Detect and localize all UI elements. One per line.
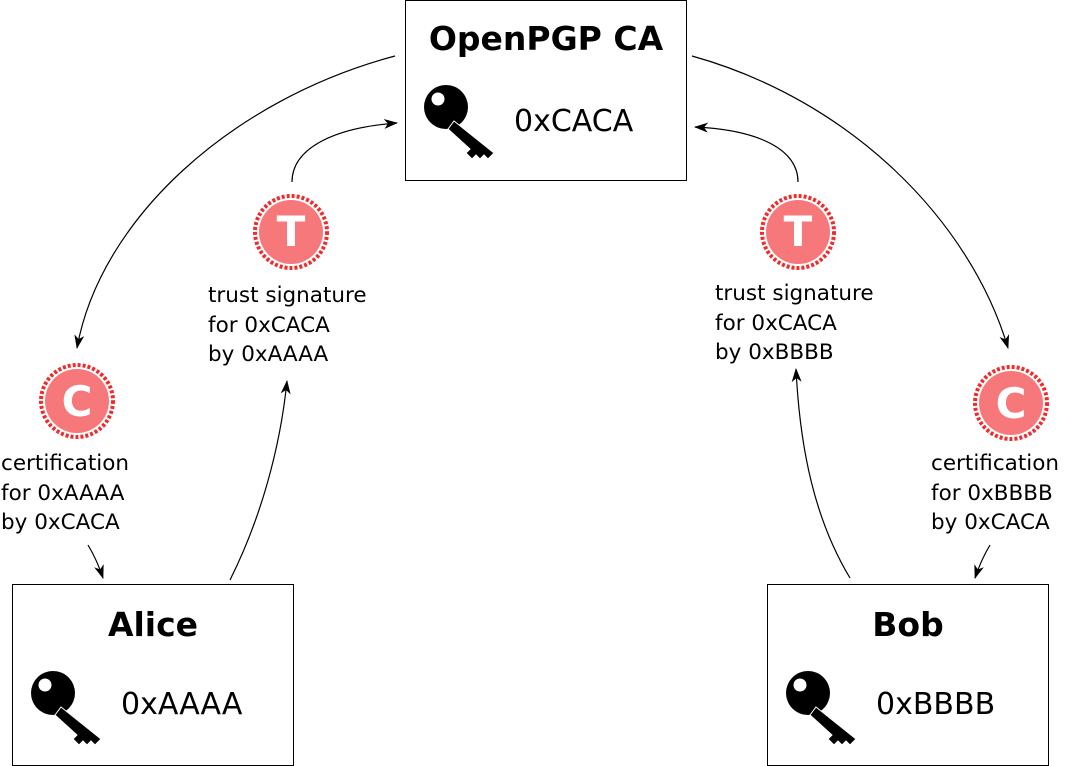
certification-badge-letter: C <box>996 379 1027 428</box>
bob-node: Bob 0xBBBB <box>767 584 1049 766</box>
caption-line: trust signature <box>715 281 874 306</box>
certification-badge-letter: C <box>62 377 93 426</box>
ca-node: OpenPGP CA 0xCACA <box>405 0 687 181</box>
ca-key-id: 0xCACA <box>514 104 634 139</box>
alice-to-trust-arrow <box>229 380 291 581</box>
trust-badge-letter: T <box>277 207 306 256</box>
certification-badge-alice: C <box>39 363 115 439</box>
bob-cert-caption: certification for 0xBBBB by 0xCACA <box>931 449 1059 538</box>
caption-line: for 0xCACA <box>715 310 837 336</box>
caption-line: by 0xBBBB <box>715 340 834 365</box>
trust-badge-bob: T <box>760 194 836 270</box>
caption-line: trust signature <box>208 283 367 308</box>
alice-key-id: 0xAAAA <box>121 687 243 722</box>
ca-to-bob-cert-arrow <box>691 55 1010 349</box>
caption-line: for 0xCACA <box>208 312 330 338</box>
trust-badge-alice: T <box>253 194 329 270</box>
ca-to-alice-cert-arrow <box>74 55 396 349</box>
alice-title: Alice <box>107 605 199 644</box>
caption-line: certification <box>931 451 1060 476</box>
alice-trust-to-ca-arrow <box>291 118 398 183</box>
key-icon <box>424 85 495 160</box>
caption-line: by 0xCACA <box>931 510 1050 535</box>
trust-badge-letter: T <box>784 207 813 256</box>
bob-trust-to-ca-arrow <box>694 122 799 183</box>
caption-line: by 0xAAAA <box>208 342 329 367</box>
alice-trust-caption: trust signature for 0xCACA by 0xAAAA <box>208 281 367 370</box>
bob-cert-to-bob-arrow <box>974 544 991 579</box>
ca-title: OpenPGP CA <box>428 19 664 58</box>
caption-line: certification <box>1 451 130 476</box>
key-icon <box>31 671 102 746</box>
bob-title: Bob <box>872 605 944 644</box>
caption-line: for 0xAAAA <box>1 480 125 506</box>
bob-trust-caption: trust signature for 0xCACA by 0xBBBB <box>715 279 874 368</box>
certification-badge-bob: C <box>973 365 1049 441</box>
alice-cert-caption: certification for 0xAAAA by 0xCACA <box>1 449 129 538</box>
bob-to-trust-arrow <box>791 368 851 579</box>
caption-line: for 0xBBBB <box>931 480 1053 506</box>
alice-node: Alice 0xAAAA <box>12 584 294 766</box>
key-icon <box>786 671 857 746</box>
caption-line: by 0xCACA <box>1 510 120 535</box>
alice-cert-to-alice-arrow <box>87 544 104 579</box>
bob-key-id: 0xBBBB <box>876 687 996 722</box>
